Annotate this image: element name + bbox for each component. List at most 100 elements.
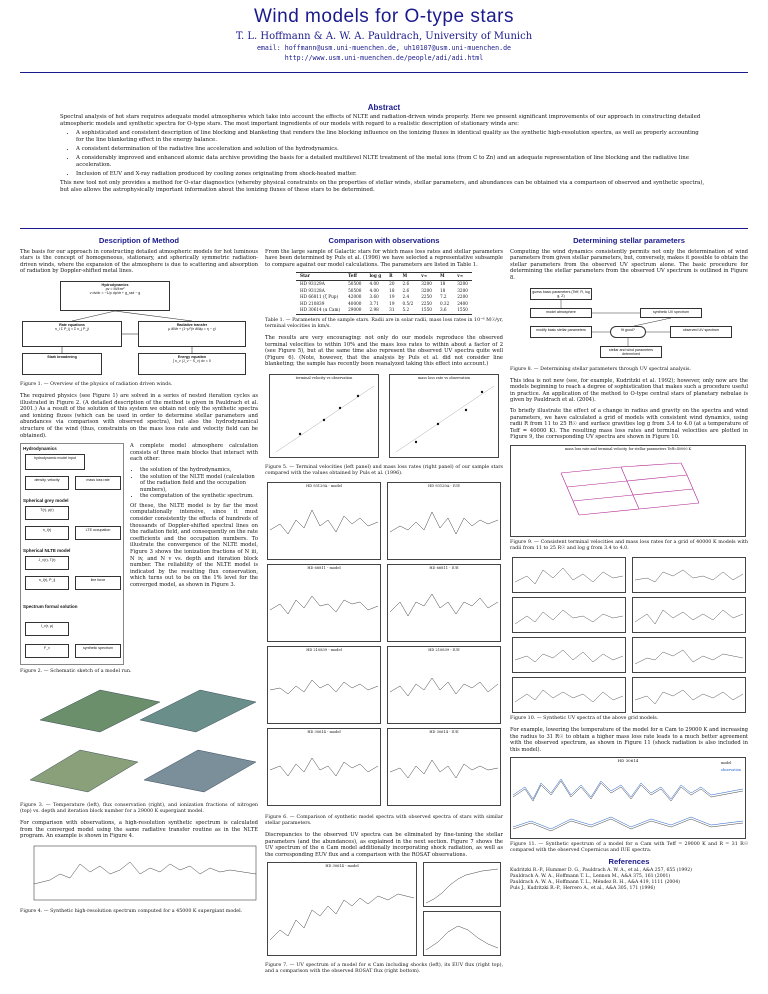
fig5-left-svg xyxy=(275,385,375,452)
fig10-panel xyxy=(512,596,626,633)
table-cell: 2.4 xyxy=(402,294,410,300)
comparison-heading: Comparison with observations xyxy=(328,236,440,245)
table-cell: 18 xyxy=(439,280,446,286)
fig2-box: n_i(r) xyxy=(25,526,69,541)
figure-8: guess basic parameters (Teff, R, log g, … xyxy=(510,286,748,364)
method-paragraph: The basis for our approach in constructi… xyxy=(20,248,258,275)
fig6-spectrum xyxy=(269,509,379,534)
fig5-right-svg xyxy=(395,385,495,452)
abstract-bullets: A sophisticated and consistent descripti… xyxy=(76,130,708,178)
fig1-stark-box: Stark broadening xyxy=(22,352,102,375)
table-cell: 3.60 xyxy=(369,294,379,300)
abstract-rule xyxy=(20,228,748,229)
fig5-point xyxy=(356,394,360,397)
table-header: Ṁ xyxy=(439,273,445,279)
fig6-panel-title: HD 66811 - model xyxy=(307,565,341,570)
poster-authors: T. L. Hoffmann & A. W. A. Pauldrach, Uni… xyxy=(235,31,533,42)
parameters-paragraph-2b: To briefly illustrate the effect of a ch… xyxy=(510,407,748,441)
abstract-bullet: A sophisticated and consistent descripti… xyxy=(76,130,708,144)
table-cell: 50500 xyxy=(348,287,362,293)
fig2-bullet: the solution of the hydrodynamics, xyxy=(140,467,258,474)
fig3-surface-bottom xyxy=(29,749,257,793)
fig6-panel: HD 66811 - IUE xyxy=(387,563,501,642)
fig9-svg xyxy=(560,462,700,515)
fig11-legend: model observation xyxy=(721,760,741,773)
table-cell: 19 xyxy=(389,294,395,300)
fig6-spectrum xyxy=(389,593,499,616)
table-cell: 19 xyxy=(389,300,395,306)
reference-item: Puls J., Kudritzki R.-P., Herrero A., et… xyxy=(510,886,656,892)
table-cell: 40000 xyxy=(348,300,362,306)
fig7-uv-plot: HD 30614 - model xyxy=(267,862,417,957)
parameters-paragraph-3: For example, lowering the temperature of… xyxy=(510,726,748,753)
fig8-caption: Figure 8. — Determining stellar paramete… xyxy=(510,366,691,372)
fig8-box: observed UV spectrum xyxy=(670,325,732,338)
fig9-title: mass loss rate and terminal velocity, fo… xyxy=(564,446,692,451)
fig7-spectrum xyxy=(269,893,415,941)
fig11-observation-line-lower xyxy=(512,816,744,830)
fig1-energy-box: Energy equation∫ κ_ν (J_ν − S_ν) dν = 0 xyxy=(138,352,246,375)
table-cell: 31 xyxy=(389,307,395,313)
fig6-spectrum xyxy=(269,757,379,776)
fig6-panel-title: HD 210839 - IUE xyxy=(428,647,460,652)
fig11-caption: Figure 11. — Synthetic spectrum of a mod… xyxy=(510,842,748,854)
fig10-panel xyxy=(512,556,626,593)
fig5-caption: Figure 5. — Terminal velocities (left pa… xyxy=(265,464,503,476)
fig6-caption: Figure 6. — Comparison of synthetic mode… xyxy=(265,814,503,826)
fig5-point xyxy=(436,422,440,425)
method-paragraph-3: For comparison with observations, a high… xyxy=(20,820,258,840)
table-cell: 29000 xyxy=(348,307,362,313)
fig11-model-line-lower xyxy=(512,818,744,832)
figure-5: terminal velocity vs observation mass lo… xyxy=(265,372,503,462)
poster-email[interactable]: email: hoffmann@usm.uni-muenchen.de, uh1… xyxy=(256,44,512,52)
fig2-bullet: the solution of the NLTE model (calculat… xyxy=(140,474,258,494)
fig2-box: I_ν(r, μ) xyxy=(25,622,69,637)
fig10-panel xyxy=(512,676,626,713)
table-cell: HD 93128A xyxy=(300,287,325,293)
table-cell: HD 210839 xyxy=(300,300,325,306)
fig9-caption: Figure 9. — Consistent terminal velociti… xyxy=(510,539,748,551)
figure-11: HD 30614 model observation xyxy=(510,757,746,840)
fig2-box: LTE occupation xyxy=(75,526,121,541)
fig2-section-label: Spherical grey model xyxy=(23,498,69,504)
fig5-point xyxy=(414,440,418,443)
fig8-box: modify basic stellar parameters xyxy=(530,325,592,338)
fig11-observation-line xyxy=(512,778,744,800)
reference-item: Pauldrach A. W. A., Hoffmann T. L., Ménd… xyxy=(510,880,680,886)
fig8-arrows xyxy=(560,299,672,346)
table-cell: 3200 xyxy=(421,287,432,293)
fig11-title: HD 30614 xyxy=(617,758,639,764)
figure-9: mass loss rate and terminal velocity, fo… xyxy=(510,444,746,537)
fig5-right-title: mass loss rate vs observation xyxy=(417,375,471,380)
abstract-section: Abstract Spectral analysis of hot stars … xyxy=(60,104,708,194)
poster-url[interactable]: http://www.usm.uni-muenchen.de/people/ad… xyxy=(284,54,484,62)
fig2-box: density, velocity xyxy=(25,476,69,491)
fig2-box: F_ν xyxy=(25,644,69,659)
parameters-paragraph: Computing the wind dynamics consistently… xyxy=(510,248,748,281)
fig6-panel-title: HD 93129A - IUE xyxy=(428,483,460,488)
fig2-box: synthetic spectrum xyxy=(75,644,121,659)
reference-item: Pauldrach A. W. A., Hoffmann T. L., Lenn… xyxy=(510,874,671,880)
fig8-box: stellar and wind parameters determined xyxy=(600,345,662,358)
table-header: Teff xyxy=(348,273,357,279)
fig2-box: T(r), ρ(r) xyxy=(25,506,69,521)
reference-item: Kudritzki R.-P., Hummer D. G., Pauldrach… xyxy=(510,868,692,874)
figure-7: HD 30614 - model xyxy=(265,862,503,960)
fig5-point xyxy=(322,418,326,421)
table-cell: 2400 xyxy=(457,300,468,306)
abstract-heading: Abstract xyxy=(367,103,401,112)
fig6-spectrum xyxy=(389,677,499,696)
table-cell: HD 93129A xyxy=(300,280,325,286)
fig6-panel: HD 30614 - model xyxy=(267,727,381,806)
fig6-panel: HD 93129A - model xyxy=(267,481,381,560)
table-cell: 2200 xyxy=(457,294,468,300)
poster-title: Wind models for O-type stars xyxy=(253,6,515,27)
fig1-arrows xyxy=(61,310,193,353)
fig8-decision: fit good? xyxy=(610,325,646,338)
figure-2: Hydrodynamics hydrodynamic model input d… xyxy=(20,443,124,666)
